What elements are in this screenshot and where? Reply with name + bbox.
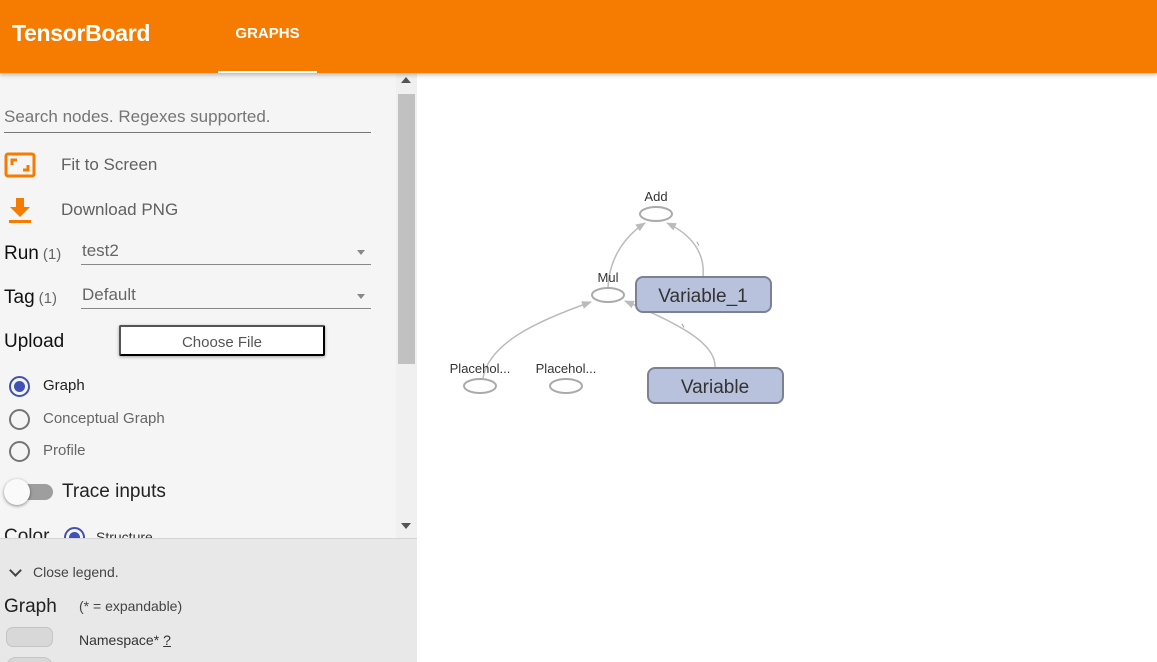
chevron-down-icon[interactable] <box>9 564 22 577</box>
run-select[interactable]: test2 <box>81 239 371 265</box>
fit-to-screen-label: Fit to Screen <box>61 155 158 174</box>
radio-profile-label: Profile <box>43 442 86 459</box>
edge-placeholder-mul <box>482 301 592 379</box>
namespace-shape <box>6 627 53 647</box>
tag-select-value: Default <box>82 285 136 304</box>
sidebar-controls: Fit to Screen Download PNG Run(1) test2 … <box>0 73 395 538</box>
edge-mul-add <box>607 222 646 295</box>
node-add[interactable] <box>639 206 673 222</box>
app-header: TensorBoard GRAPHS <box>0 0 1157 73</box>
tab-active-indicator <box>218 71 317 73</box>
node-placeholder-1-label: Placehol... <box>536 361 597 376</box>
tab-graphs-label: GRAPHS <box>235 25 300 42</box>
radio-indicator <box>9 375 30 397</box>
legend-title: Graph <box>4 596 57 617</box>
radio-color-structure[interactable] <box>64 527 85 538</box>
radio-profile[interactable]: Profile <box>9 440 86 462</box>
sidebar: Fit to Screen Download PNG Run(1) test2 … <box>0 73 417 662</box>
scrollbar-thumb[interactable] <box>398 94 415 364</box>
download-png-button[interactable]: Download PNG <box>4 195 178 225</box>
node-variable[interactable] <box>647 367 784 404</box>
trace-inputs-label: Trace inputs <box>62 481 166 502</box>
download-png-label: Download PNG <box>61 200 179 219</box>
fit-to-screen-button[interactable]: Fit to Screen <box>4 150 157 180</box>
download-icon <box>9 198 31 223</box>
radio-conceptual-graph-label: Conceptual Graph <box>43 410 165 427</box>
tag-label: Tag(1) <box>4 287 57 309</box>
color-structure-label: Structure <box>96 529 153 538</box>
node-variable-1-label: Variable_1 <box>658 286 747 307</box>
radio-graph-label: Graph <box>43 377 85 394</box>
search-field[interactable] <box>4 103 371 133</box>
run-label: Run(1) <box>4 243 61 265</box>
radio-conceptual-graph[interactable]: Conceptual Graph <box>9 408 165 430</box>
run-count: (1) <box>42 246 62 263</box>
edge-variable1-add <box>666 222 704 277</box>
close-legend-button[interactable]: Close legend. <box>33 564 119 580</box>
toggle-knob <box>4 479 30 505</box>
scroll-up-icon[interactable] <box>401 77 411 83</box>
node-variable-label: Variable <box>681 377 749 398</box>
edge-tick: ı <box>695 239 701 248</box>
chevron-down-icon <box>357 294 365 299</box>
choose-file-button[interactable]: Choose File <box>119 325 325 356</box>
graph-svg[interactable]: ı ı Add Mul Placehol... Placehol... Vari… <box>417 73 1157 662</box>
upload-label: Upload <box>4 331 65 352</box>
color-row: Color Structure <box>4 526 384 538</box>
radio-indicator <box>9 440 30 462</box>
legend-note: (* = expandable) <box>79 598 183 614</box>
scroll-down-icon[interactable] <box>401 523 411 529</box>
tab-graphs[interactable]: GRAPHS <box>218 0 317 73</box>
sidebar-scrollbar[interactable] <box>396 73 417 538</box>
run-select-value: test2 <box>82 241 119 260</box>
namespace-help-link[interactable]: ? <box>163 632 171 648</box>
chevron-down-icon <box>357 250 365 255</box>
radio-indicator <box>9 408 30 430</box>
edge-tick: ı <box>680 321 686 330</box>
search-input[interactable] <box>4 103 371 131</box>
color-label: Color <box>4 526 50 538</box>
tag-count: (1) <box>38 290 57 307</box>
fit-screen-icon <box>4 152 36 178</box>
tag-label-text: Tag <box>4 287 35 308</box>
namespace-label: Namespace* <box>79 632 160 648</box>
node-placeholder[interactable] <box>463 378 497 394</box>
graph-canvas[interactable]: ı ı Add Mul Placehol... Placehol... Vari… <box>417 73 1157 662</box>
node-variable-1[interactable] <box>635 276 772 313</box>
node-mul-label: Mul <box>598 270 619 285</box>
tag-select[interactable]: Default <box>81 283 371 309</box>
node-add-label: Add <box>644 189 667 204</box>
legend-panel: Close legend. Graph (* = expandable) Nam… <box>0 538 417 662</box>
node-placeholder-label: Placehol... <box>450 361 511 376</box>
namespace-legend-item: Namespace*? <box>79 632 171 648</box>
node-placeholder-1[interactable] <box>549 378 583 394</box>
opnode-shape <box>6 657 53 662</box>
run-label-text: Run <box>4 243 39 264</box>
app-title: TensorBoard <box>12 20 151 46</box>
radio-graph[interactable]: Graph <box>9 375 85 397</box>
trace-inputs-toggle[interactable] <box>4 479 53 505</box>
node-mul[interactable] <box>591 287 625 303</box>
